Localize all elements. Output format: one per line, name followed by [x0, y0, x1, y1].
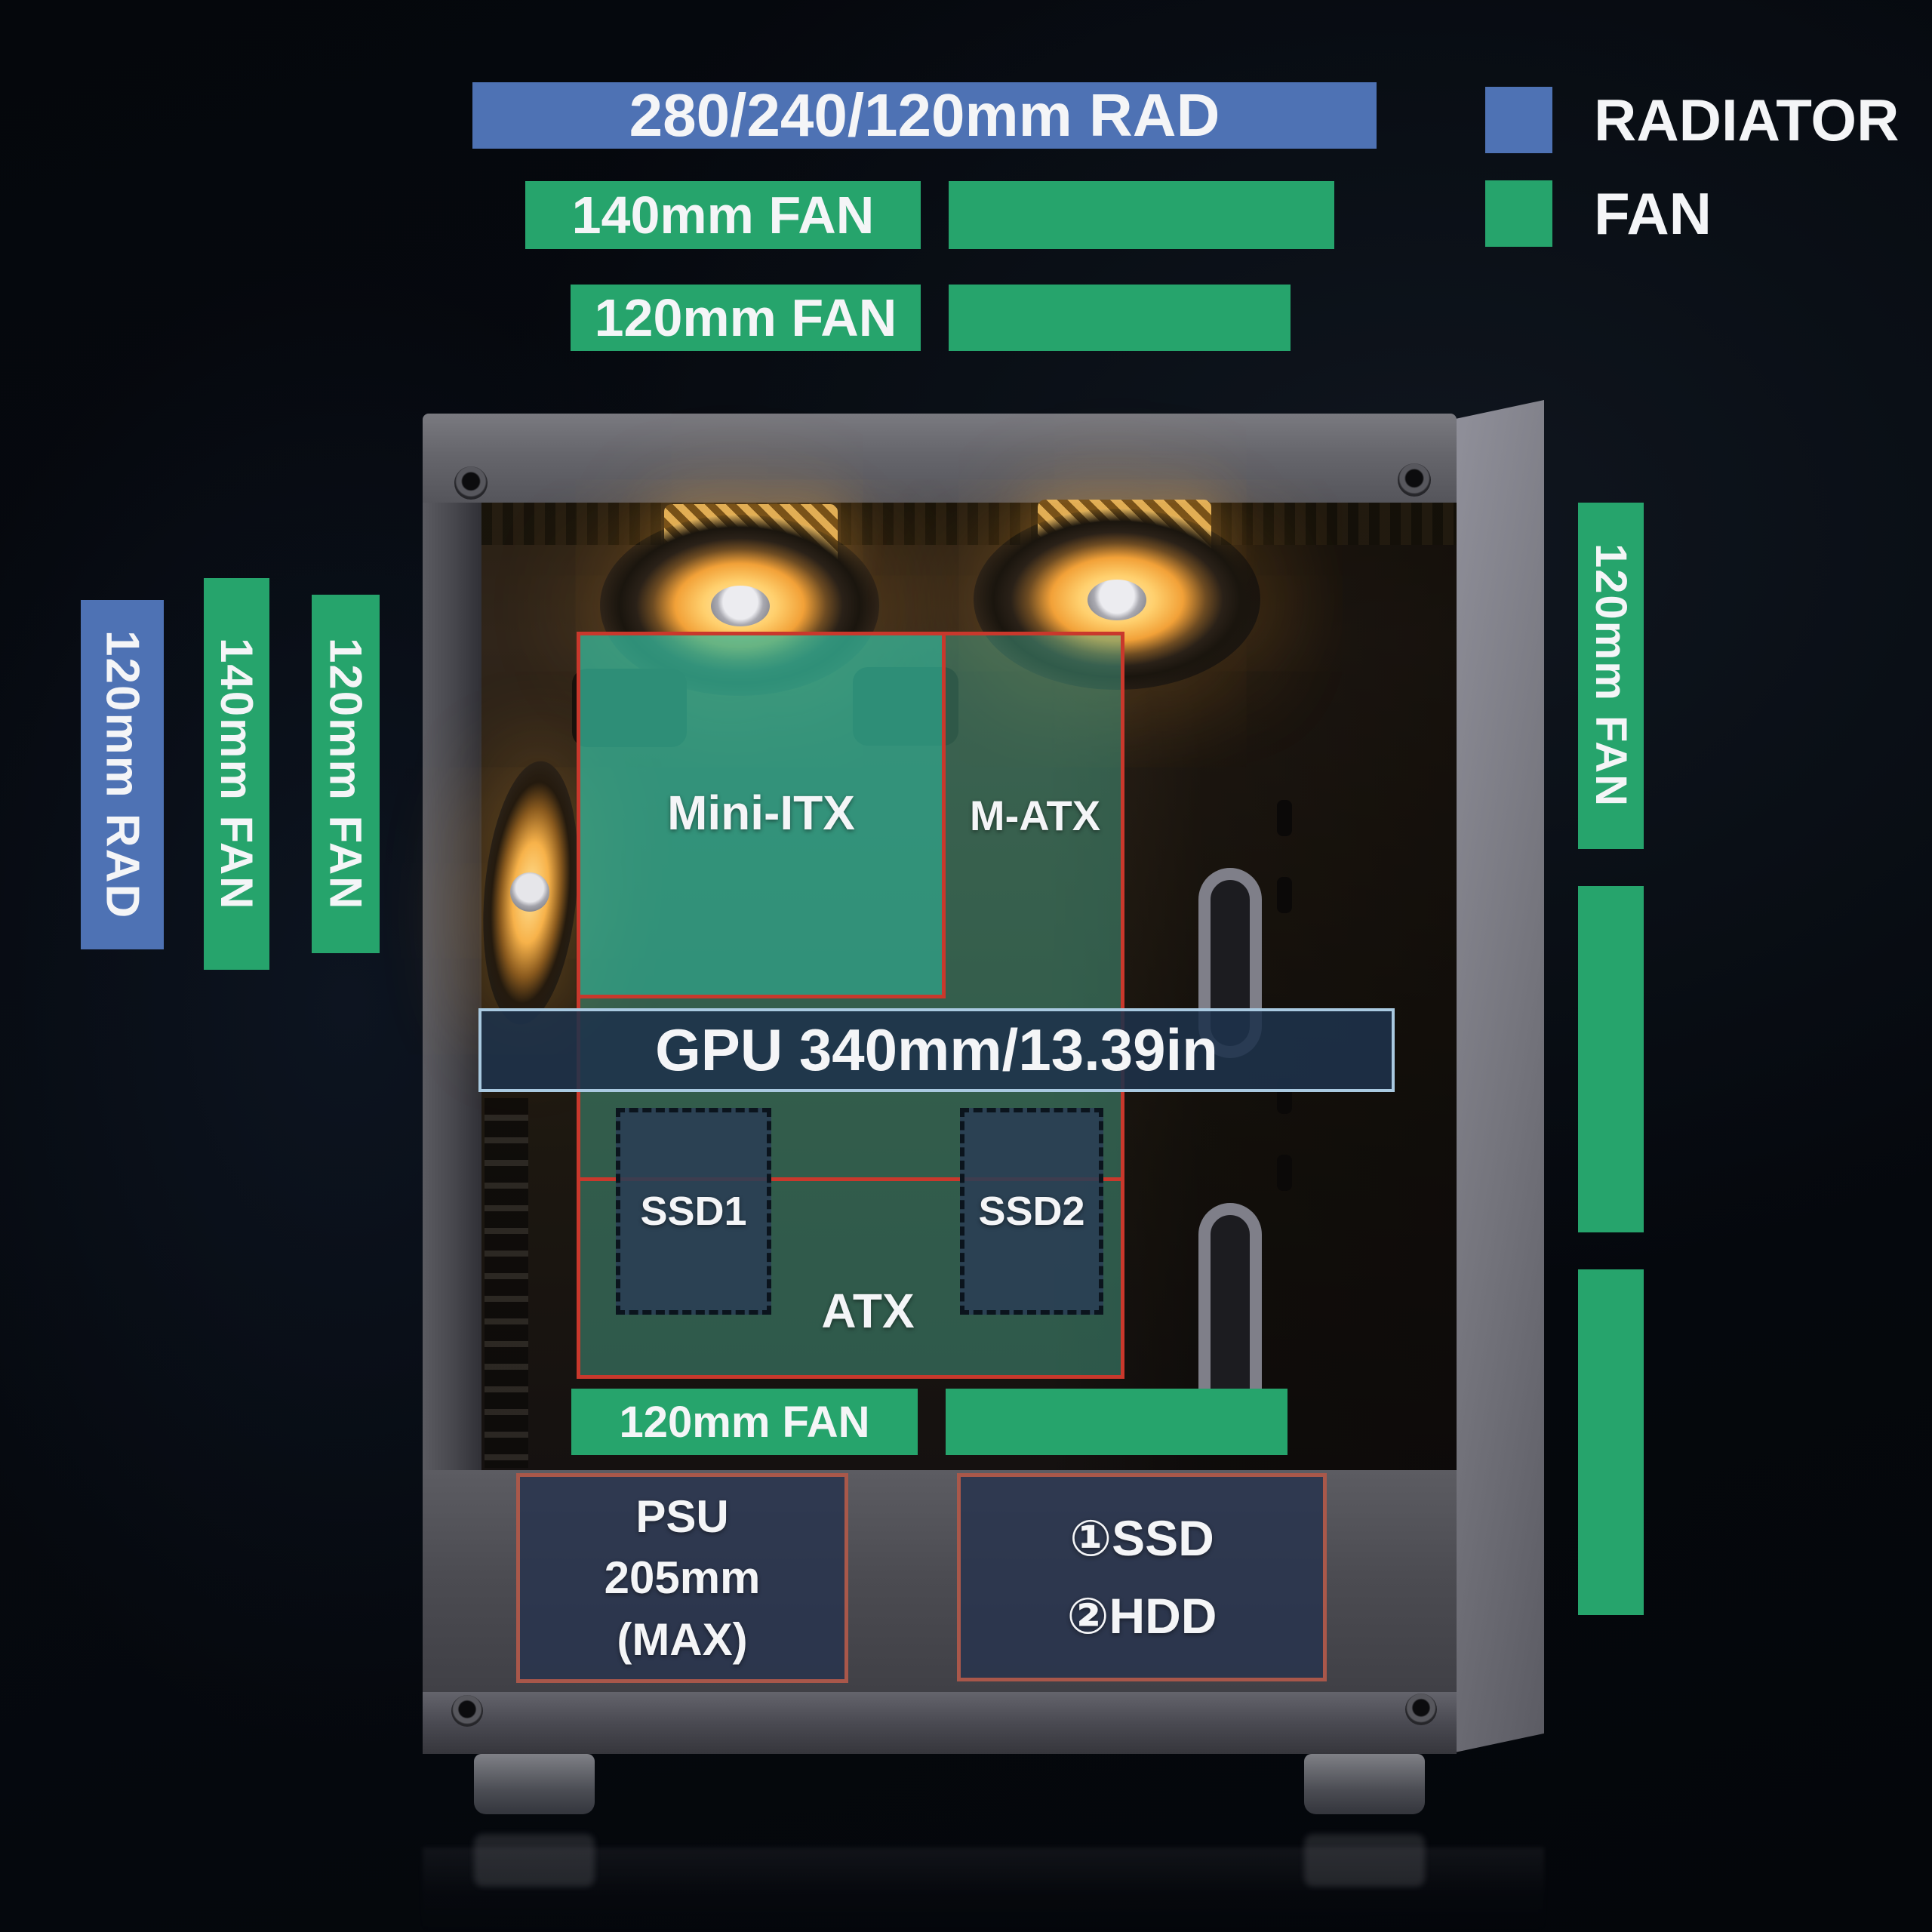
bottom-fan-bar: 120mm FAN	[571, 1389, 918, 1455]
atx-label: ATX	[821, 1284, 915, 1338]
foot-reflection-right	[1304, 1834, 1425, 1887]
drive-ssd-label: ①SSD	[1069, 1510, 1214, 1567]
case-foot-left	[474, 1754, 595, 1814]
case-bottom-frame	[423, 1692, 1457, 1754]
m-atx-region-divider	[577, 1177, 1124, 1181]
front-120mm-fan-bar: 120mm FAN	[312, 595, 380, 953]
grommet-1	[1277, 800, 1292, 836]
top-140mm-fan-bar: 140mm FAN	[525, 181, 921, 249]
ssd2-label: SSD2	[978, 1189, 1085, 1234]
legend-radiator-swatch	[1485, 87, 1552, 153]
ssd1-mount: SSD1	[616, 1108, 771, 1315]
screw-bottom-right	[1405, 1694, 1437, 1725]
legend-fan-swatch	[1485, 180, 1552, 247]
front-120mm-fan-label: 120mm FAN	[320, 637, 371, 911]
case-side-panel	[1455, 400, 1544, 1752]
top-radiator-label: 280/240/120mm RAD	[629, 82, 1220, 149]
psu-label-line3: (MAX)	[617, 1614, 748, 1665]
top-vent-strip	[481, 503, 1457, 545]
front-vent-slats	[485, 1098, 528, 1468]
legend-fan-label: FAN	[1594, 180, 1712, 247]
top-fan-left-hub	[711, 586, 770, 626]
drive-bay-box: ①SSD ②HDD	[957, 1473, 1327, 1681]
mini-itx-region	[577, 632, 946, 998]
rear-fan-bar-extra-1	[1578, 886, 1644, 1232]
case-front-pillar	[423, 503, 481, 1472]
screw-top-left	[454, 466, 488, 500]
m-atx-label: M-ATX	[969, 792, 1101, 839]
grommet-4	[1277, 1155, 1292, 1191]
bottom-fan-bar-extra	[946, 1389, 1287, 1455]
top-120mm-fan-bar-extra	[949, 285, 1291, 351]
ssd1-label: SSD1	[640, 1189, 747, 1234]
mini-itx-label: Mini-ITX	[667, 786, 855, 840]
top-radiator-bar: 280/240/120mm RAD	[472, 82, 1377, 149]
top-fan-right-hub	[1088, 580, 1146, 620]
front-120mm-rad-bar: 120mm RAD	[81, 600, 164, 949]
top-120mm-fan-bar: 120mm FAN	[571, 285, 921, 351]
gpu-clearance-bar: GPU 340mm/13.39in	[478, 1008, 1395, 1092]
top-140mm-fan-bar-extra	[949, 181, 1334, 249]
rear-120mm-fan-label: 120mm FAN	[1586, 543, 1635, 808]
screw-bottom-left	[451, 1695, 483, 1727]
rear-fan-bar-extra-2	[1578, 1269, 1644, 1615]
case-foot-right	[1304, 1754, 1425, 1814]
psu-label-line1: PSU	[635, 1491, 729, 1542]
grommet-2	[1277, 877, 1292, 913]
screw-top-right	[1398, 463, 1431, 497]
front-140mm-fan-label: 140mm FAN	[211, 637, 262, 911]
bottom-fan-label: 120mm FAN	[619, 1397, 870, 1447]
top-140mm-fan-label: 140mm FAN	[571, 186, 875, 245]
front-fan-hub	[510, 872, 549, 912]
gpu-clearance-label: GPU 340mm/13.39in	[655, 1017, 1218, 1083]
front-140mm-fan-bar: 140mm FAN	[204, 578, 269, 970]
rear-120mm-fan-bar: 120mm FAN	[1578, 503, 1644, 849]
floor-reflection	[423, 1847, 1544, 1932]
foot-reflection-left	[474, 1834, 595, 1887]
legend-radiator-label: RADIATOR	[1594, 86, 1900, 153]
drive-hdd-label: ②HDD	[1066, 1587, 1217, 1644]
psu-bay-box: PSU 205mm (MAX)	[516, 1473, 848, 1683]
front-120mm-rad-label: 120mm RAD	[96, 629, 149, 920]
ssd2-mount: SSD2	[960, 1108, 1103, 1315]
top-120mm-fan-label: 120mm FAN	[594, 288, 897, 347]
psu-label-line2: 205mm	[604, 1552, 761, 1604]
case-top-frame	[423, 414, 1457, 503]
